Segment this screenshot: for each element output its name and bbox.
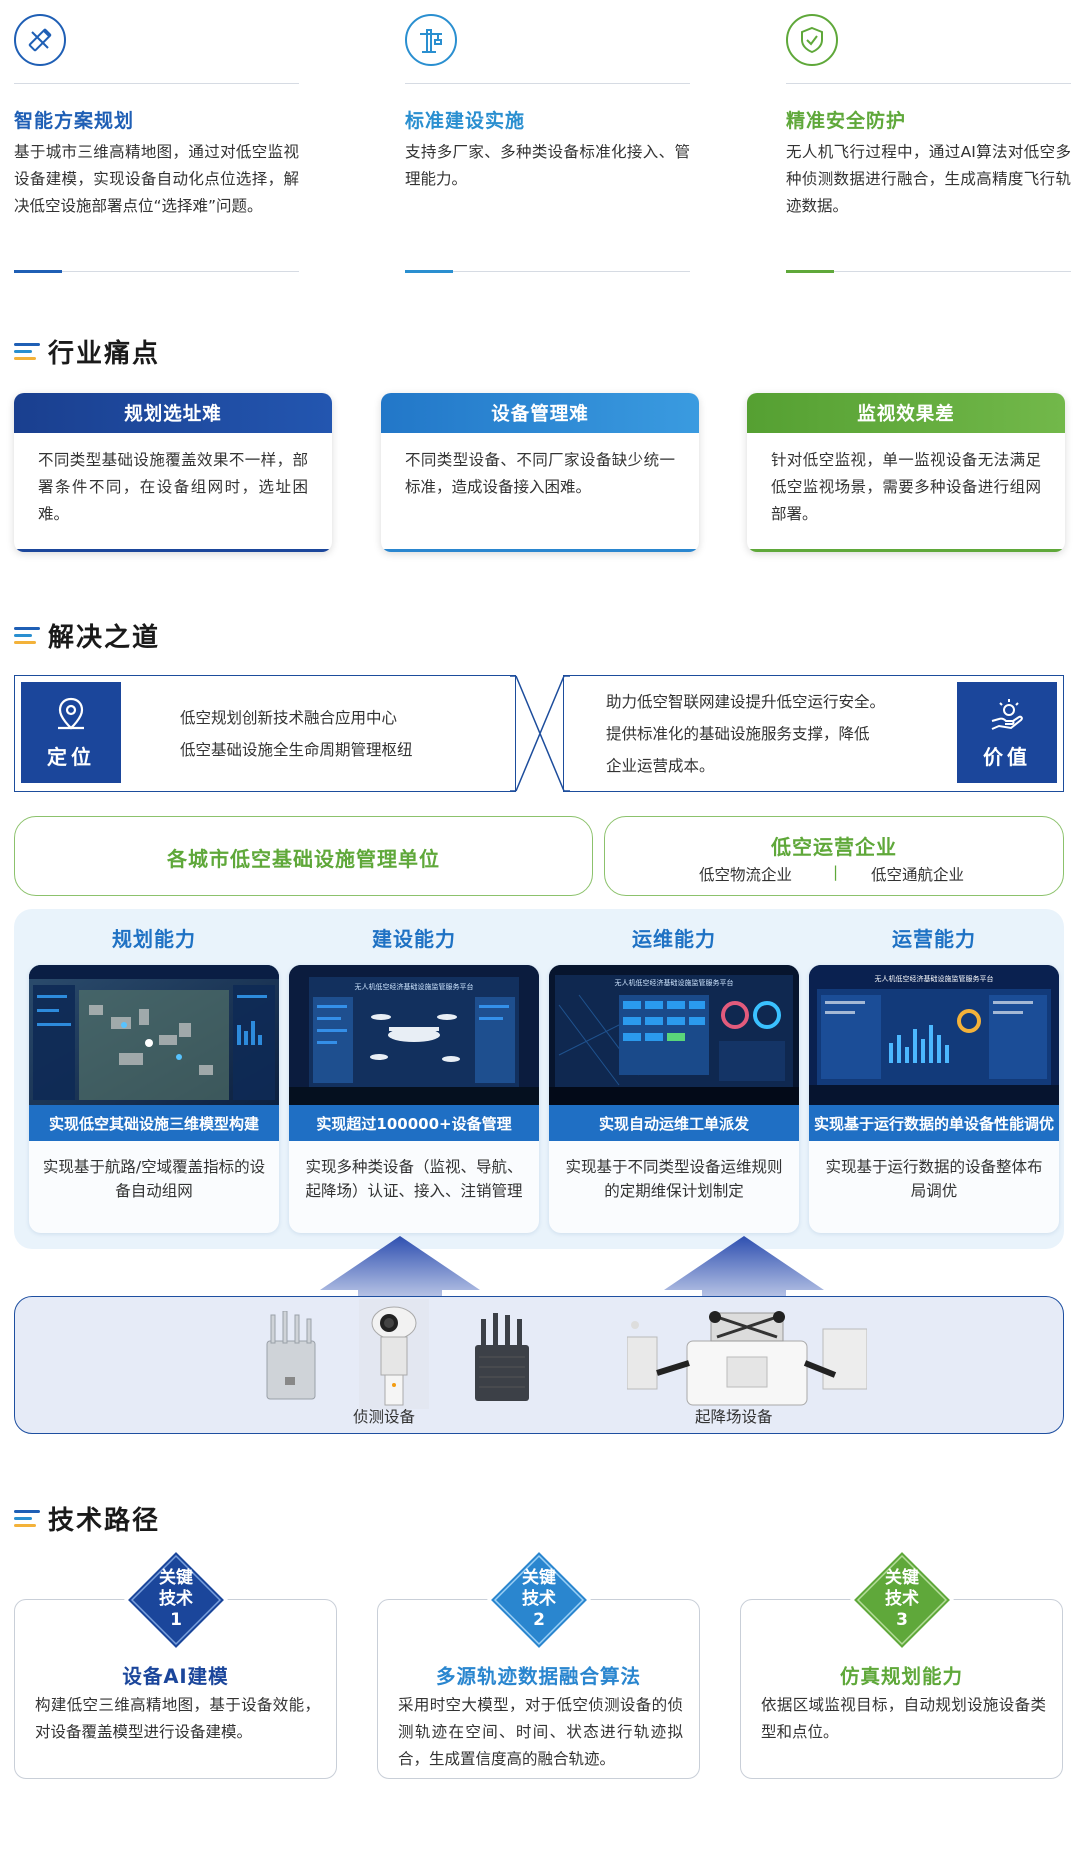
- screen-title: 无人机低空经济基础设施监管服务平台: [355, 982, 474, 991]
- feature-title: 精准安全防护: [786, 110, 907, 132]
- pain-desc: 针对低空监视，单一监视设备无法满足低空监视场景，需要多种设备进行组网部署。: [771, 451, 1041, 523]
- section-heading-tech: 技术路径: [14, 1500, 160, 1537]
- pain-card-monitoring: 监视效果差 针对低空监视，单一监视设备无法满足低空监视场景，需要多种设备进行组网…: [747, 393, 1065, 552]
- tech-desc: 构建低空三维高精地图，基于设备效能，对设备覆盖模型进行设备建模。: [35, 1696, 320, 1741]
- value-line: 助力低空智联网建设提升低空运行安全。: [606, 693, 886, 711]
- value-tile: 价值: [957, 682, 1057, 783]
- positioning-box: 定位 低空规划创新技术融合应用中心 低空基础设施全生命周期管理枢纽: [14, 675, 516, 792]
- tech-title: 仿真规划能力: [839, 1665, 963, 1688]
- pain-desc: 不同类型基础设施覆盖效果不一样，部署条件不同，在设备组网时，选址困难。: [38, 451, 308, 523]
- feature-desc: 支持多厂家、多种类设备标准化接入、管理能力。: [405, 143, 690, 188]
- capability-desc: 实现基于航路/空域覆盖指标的设备自动组网: [42, 1158, 266, 1200]
- stakeholder-managers: 各城市低空基础设施管理单位: [14, 816, 593, 896]
- dashboard-screenshot: 无人机低空经济基础设施监管服务平台: [289, 965, 539, 1105]
- badge-line: 关键: [885, 1568, 919, 1588]
- pain-card-management: 设备管理难 不同类型设备、不同厂家设备缺少统一标准，造成设备接入困难。: [381, 393, 699, 552]
- feature-desc: 无人机飞行过程中，通过AI算法对低空多种侦测数据进行融合，生成高精度飞行轨迹数据…: [786, 143, 1071, 215]
- capability-bar: 实现低空其础设施三维模型构建: [29, 1105, 279, 1141]
- capability-bar: 实现超过100000+设备管理: [289, 1105, 539, 1141]
- feature-construction: 标准建设实施 支持多厂家、多种类设备标准化接入、管理能力。: [405, 14, 690, 276]
- stakeholder-operators: 低空运营企业 低空物流企业 | 低空通航企业: [604, 816, 1064, 896]
- operator-item: 低空物流企业: [699, 866, 793, 884]
- capability-title: 运营能力: [892, 927, 976, 951]
- heading-mark-icon: [14, 625, 40, 647]
- operator-separator: |: [833, 863, 839, 881]
- pain-title: 规划选址难: [14, 393, 332, 433]
- badge-line: 技术: [159, 1589, 193, 1609]
- capability-title: 规划能力: [112, 927, 196, 951]
- feature-desc: 基于城市三维高精地图，通过对低空监视设备建模，实现设备自动化点位选择，解决低空设…: [14, 143, 299, 215]
- landing-pad-image: [627, 1311, 867, 1406]
- badge-line: 技术: [522, 1589, 556, 1609]
- value-line: 提供标准化的基础设施服务支撑，降低: [606, 725, 870, 743]
- tech-desc: 依据区域监视目标，自动规划设施设备类型和点位。: [761, 1696, 1046, 1741]
- pain-card-planning: 规划选址难 不同类型基础设施覆盖效果不一样，部署条件不同，在设备组网时，选址困难…: [14, 393, 332, 552]
- ruler-pencil-icon: [14, 14, 66, 66]
- section-heading-solution: 解决之道: [14, 617, 160, 654]
- pain-desc: 不同类型设备、不同厂家设备缺少统一标准，造成设备接入困难。: [405, 451, 675, 496]
- tech-title: 多源轨迹数据融合算法: [435, 1665, 641, 1688]
- capability-card: 无人机低空经济基础设施监管服务平台 实现超过100000+设备管理 实现多种类设…: [289, 965, 539, 1233]
- crane-icon: [405, 14, 457, 66]
- badge-line: 关键: [522, 1568, 556, 1588]
- capability-desc: 实现多种类设备（监视、导航、起降场）认证、接入、注销管理: [305, 1158, 523, 1200]
- positioning-line: 低空基础设施全生命周期管理枢纽: [180, 741, 413, 759]
- capability-card: 无人机低空经济基础设施监管服务平台 实现自动运维工单派发 实现基于不同类型设备运…: [549, 965, 799, 1233]
- operator-item: 低空通航企业: [871, 866, 965, 884]
- equipment-panel: 侦测设备 起降场设备: [14, 1296, 1064, 1434]
- screen-title: 无人机低空经济基础设施监管服务平台: [615, 978, 734, 987]
- badge-line: 技术: [885, 1589, 919, 1609]
- feature-security: 精准安全防护 无人机飞行过程中，通过AI算法对低空多种侦测数据进行融合，生成高精…: [786, 14, 1071, 276]
- jammer-device-image: [475, 1313, 529, 1401]
- heading-mark-icon: [14, 1508, 40, 1530]
- badge-line: 关键: [159, 1568, 193, 1588]
- connector-cross: [510, 675, 570, 792]
- capability-card: 无人机低空经济基础设施监管服务平台 实现基于运行数据的单设备性能调优 实现基于运…: [809, 965, 1059, 1233]
- screen-title: 无人机低空经济基础设施监管服务平台: [875, 974, 994, 983]
- capability-bar: 实现基于运行数据的单设备性能调优: [809, 1105, 1059, 1141]
- radio-device-image: [266, 1311, 316, 1400]
- tech-title: 设备AI建模: [122, 1665, 229, 1688]
- hand-value-icon: [991, 699, 1023, 730]
- capability-title: 建设能力: [372, 927, 456, 951]
- pain-title: 监视效果差: [747, 393, 1065, 433]
- pain-title: 设备管理难: [381, 393, 699, 433]
- positioning-line: 低空规划创新技术融合应用中心: [180, 709, 398, 727]
- shield-check-icon: [786, 14, 838, 66]
- badge-line: 1: [170, 1610, 182, 1630]
- detection-equipment-label: 侦测设备: [353, 1408, 416, 1426]
- feature-title: 智能方案规划: [14, 110, 135, 132]
- capability-bar: 实现自动运维工单派发: [549, 1105, 799, 1141]
- capability-title: 运维能力: [632, 927, 716, 951]
- heading-mark-icon: [14, 341, 40, 363]
- camera-device-image: [359, 1299, 429, 1409]
- stakeholder-operators-title: 低空运营企业: [771, 835, 897, 859]
- positioning-lines: 低空规划创新技术融合应用中心 低空基础设施全生命周期管理枢纽: [180, 702, 413, 766]
- capability-desc: 实现基于运行数据的设备整体布局调优: [825, 1158, 1043, 1200]
- positioning-tile: 定位: [21, 682, 121, 783]
- capability-desc: 实现基于不同类型设备运维规则的定期维保计划制定: [565, 1158, 783, 1200]
- feature-planning: 智能方案规划 基于城市三维高精地图，通过对低空监视设备建模，实现设备自动化点位选…: [14, 14, 299, 276]
- value-line: 企业运营成本。: [606, 757, 715, 775]
- landing-pad-equipment-label: 起降场设备: [695, 1408, 773, 1426]
- tech-card-fusion: 多源轨迹数据融合算法 采用时空大模型，对于低空侦测设备的侦测轨迹在空间、时间、状…: [377, 1599, 700, 1779]
- dashboard-screenshot: 无人机低空经济基础设施监管服务平台: [549, 965, 799, 1105]
- section-heading-pain: 行业痛点: [14, 333, 160, 370]
- badge-line: 3: [896, 1610, 908, 1630]
- capability-card: 实现低空其础设施三维模型构建 实现基于航路/空域覆盖指标的设备自动组网: [29, 965, 279, 1233]
- location-pin-icon: [58, 697, 84, 730]
- capabilities-panel: 规划能力 实现低空其础设施三维模型构建 实现基于航路/空域覆盖指标的设备自动组网…: [14, 909, 1064, 1249]
- badge-line: 2: [533, 1610, 545, 1630]
- value-lines: 助力低空智联网建设提升低空运行安全。 提供标准化的基础设施服务支撑，降低 企业运…: [606, 686, 885, 782]
- dashboard-screenshot: [29, 965, 279, 1105]
- tech-desc: 采用时空大模型，对于低空侦测设备的侦测轨迹在空间、时间、状态进行轨迹拟合，生成置…: [398, 1696, 683, 1768]
- feature-title: 标准建设实施: [405, 110, 526, 132]
- value-box: 助力低空智联网建设提升低空运行安全。 提供标准化的基础设施服务支撑，降低 企业运…: [563, 675, 1064, 792]
- dashboard-screenshot: 无人机低空经济基础设施监管服务平台: [809, 965, 1059, 1105]
